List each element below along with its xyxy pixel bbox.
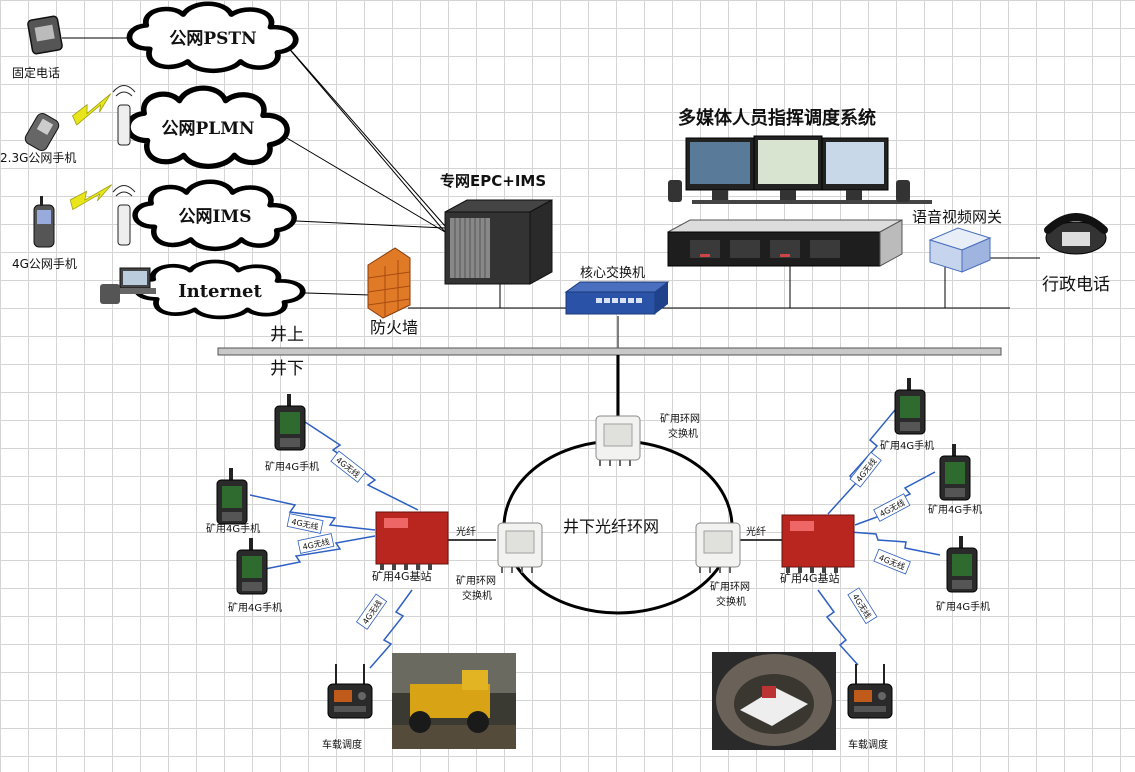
mine-phone-label: 矿用4G手机 — [228, 601, 282, 614]
mine-phone-icon — [894, 377, 926, 435]
mine-phone-label: 矿用4G手机 — [928, 503, 982, 516]
fiber-left-label: 光纤 — [456, 525, 476, 538]
core-switch-label: 核心交换机 — [580, 265, 645, 281]
ring-switch-left-icon — [497, 522, 543, 574]
epc-label: 专网EPC+IMS — [440, 172, 546, 190]
vehicle-radio-icon — [327, 663, 373, 719]
ring-name-label: 井下光纤环网 — [563, 517, 659, 536]
basestation-right-icon — [781, 514, 855, 573]
firewall-label: 防火墙 — [370, 318, 418, 337]
admin-phone-icon — [1044, 213, 1108, 255]
cloud-pstn: 公网PSTN — [129, 4, 295, 71]
cloud-plmn-label: 公网PLMN — [161, 119, 254, 139]
ring-switch-left-line1: 矿用环网 — [456, 574, 496, 587]
mine-phone-label: 矿用4G手机 — [880, 439, 934, 452]
dispatch-server-icon — [667, 219, 903, 267]
wireless-tag: 4G无线 — [286, 513, 324, 534]
ring-switch-top-label: 矿用环网 交换机 — [660, 412, 703, 440]
underground-label: 井下 — [270, 359, 304, 379]
cloud-ims-label: 公网IMS — [178, 207, 251, 227]
fiber-right-label: 光纤 — [746, 525, 766, 538]
bolt-icon — [68, 184, 116, 210]
bolt-icon — [70, 93, 118, 126]
wireless-tag: 4G无线 — [330, 450, 367, 483]
cloud-ims: 公网IMS — [135, 182, 294, 249]
admin-phone-label: 行政电话 — [1042, 275, 1110, 295]
cell-tower-icon — [112, 185, 136, 246]
mine-phone-icon — [946, 535, 978, 593]
basestation-left-icon — [375, 511, 449, 570]
ring-switch-left-line2: 交换机 — [462, 589, 492, 602]
cloud-pstn-label: 公网PSTN — [169, 29, 256, 49]
cloud-internet-label: Internet — [178, 281, 262, 302]
above-ground-label: 井上 — [270, 325, 304, 345]
mine-phone-label: 矿用4G手机 — [206, 522, 260, 535]
epc-ims-cabinet-icon — [444, 199, 553, 285]
firewall-icon — [367, 247, 411, 319]
wireless-tag: 4G无线 — [847, 587, 878, 625]
laptop-phone-icon — [100, 267, 156, 304]
mine-phone-icon — [274, 393, 306, 451]
mine-phone-label: 矿用4G手机 — [936, 600, 990, 613]
ring-switch-top-icon — [595, 415, 641, 467]
phone-4g-icon — [33, 196, 55, 248]
ring-switch-right-label: 矿用环网 交换机 — [710, 580, 753, 608]
vehicle-radio-icon — [847, 663, 893, 719]
dispatch-system-label: 多媒体人员指挥调度系统 — [678, 107, 876, 129]
fixed-phone-label: 固定电话 — [12, 65, 60, 80]
ring-switch-top-line1: 矿用环网 — [660, 412, 700, 425]
core-switch-icon — [564, 281, 670, 315]
basestation-left-label: 矿用4G基站 — [372, 569, 432, 583]
ring-switch-right-icon — [695, 522, 741, 574]
mine-phone-label: 矿用4G手机 — [265, 460, 319, 473]
mine-phone-icon — [236, 537, 268, 595]
phone-4g-label: 4G公网手机 — [12, 257, 77, 271]
wireless-tag: 4G无线 — [297, 533, 335, 554]
mine-truck-photo — [392, 653, 516, 749]
wireless-tag: 4G无线 — [355, 593, 388, 630]
cloud-plmn: 公网PLMN — [128, 88, 287, 166]
ring-switch-top-line2: 交换机 — [668, 427, 698, 440]
basestation-right-label: 矿用4G基站 — [780, 571, 840, 585]
wireless-tag: 4G无线 — [873, 548, 911, 575]
mine-phone-icon — [939, 443, 971, 501]
gateway-label: 语音视频网关 — [912, 208, 1002, 226]
wireless-tag: 4G无线 — [873, 493, 911, 522]
ring-switch-right-line2: 交换机 — [716, 595, 746, 608]
ring-switch-right-line1: 矿用环网 — [710, 580, 750, 593]
dispatch-monitors-icon — [668, 135, 932, 204]
vehicle-right-label: 车载调度 — [848, 738, 888, 751]
cell-tower-icon — [112, 85, 136, 146]
mine-tunnel-photo — [712, 652, 836, 750]
cloud-internet: Internet — [136, 262, 302, 318]
vehicle-left-label: 车载调度 — [322, 738, 362, 751]
gateway-icon — [928, 227, 992, 273]
phone-23g-icon — [24, 112, 60, 152]
ground-level-bar — [217, 347, 1002, 356]
fixed-phone-icon — [27, 15, 63, 55]
ring-switch-left-label: 矿用环网 交换机 — [456, 574, 499, 602]
mine-phone-icon — [216, 467, 248, 525]
phone-23g-label: 2.3G公网手机 — [0, 151, 76, 165]
